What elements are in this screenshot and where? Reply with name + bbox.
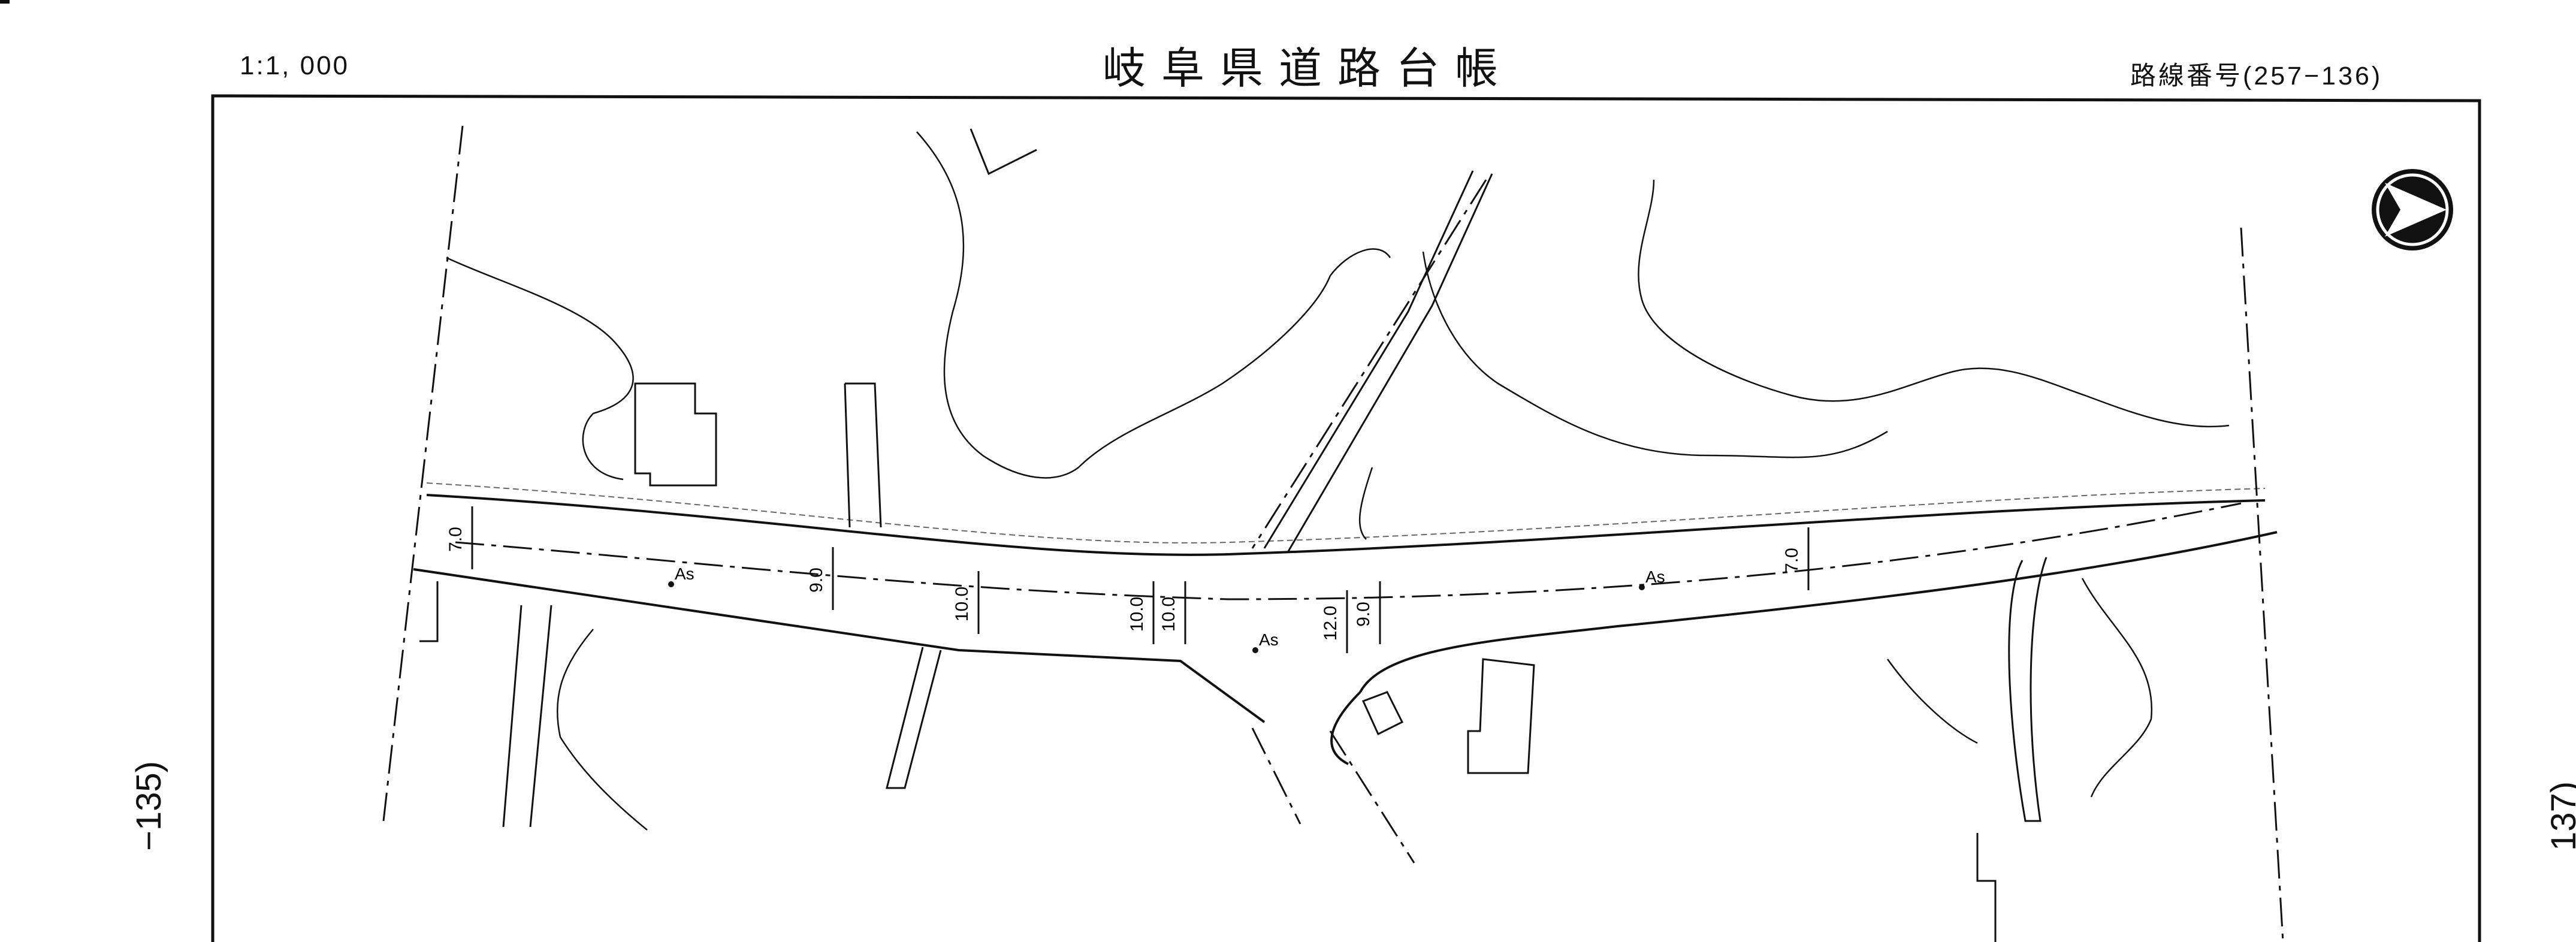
svg-text:10.0: 10.0 [952,587,972,621]
north-arrow-icon [2372,169,2453,250]
road-lower-edge-left [413,568,1266,723]
route-number: 路線番号(257−136) [2130,62,2383,90]
road-upper-edge [426,494,2266,556]
boundary-lines [382,125,2284,942]
contour-lines [446,131,2230,831]
road-width-label: 10.0 [1127,581,1155,644]
road-width-label: 7.0 [446,506,473,569]
svg-text:As: As [675,564,694,583]
buildings [419,128,1535,774]
surface-label: As [668,564,694,587]
map-frame [211,94,2481,942]
svg-text:As: As [1259,630,1279,649]
svg-text:9.0: 9.0 [807,567,826,593]
svg-text:7.0: 7.0 [1782,548,1802,573]
road-width-label: 10.0 [952,571,980,634]
svg-text:As: As [1645,567,1665,586]
surface-label: As [1639,567,1665,590]
road-side-curve [1330,691,1361,765]
road-centerline [455,502,2242,600]
svg-text:10.0: 10.0 [1159,597,1179,632]
road-upper-edge-dash [426,482,2266,544]
scale-label: 1:1, 000 [240,51,350,80]
main-road [413,482,2278,765]
svg-text:12.0: 12.0 [1321,606,1340,641]
corner-registration-mark [0,0,10,4]
road-lower-edge-right [1359,531,2278,693]
road-width-label: 12.0 [1321,590,1348,653]
road-width-labels: 7.0 9.0 10.0 10.0 10.0 12.0 9.0 7.0 [446,506,1810,653]
road-width-label: 10.0 [1159,581,1186,644]
sheet-title: 岐阜県道路台帳 [1103,43,1514,93]
road-width-label: 9.0 [1354,581,1381,644]
road-width-label: 7.0 [1782,527,1810,590]
svg-text:10.0: 10.0 [1127,597,1147,632]
svg-text:7.0: 7.0 [446,527,466,552]
surface-label: As [1252,630,1279,653]
side-roads [502,170,2047,942]
road-width-label: 9.0 [807,547,834,610]
svg-text:9.0: 9.0 [1354,602,1373,627]
